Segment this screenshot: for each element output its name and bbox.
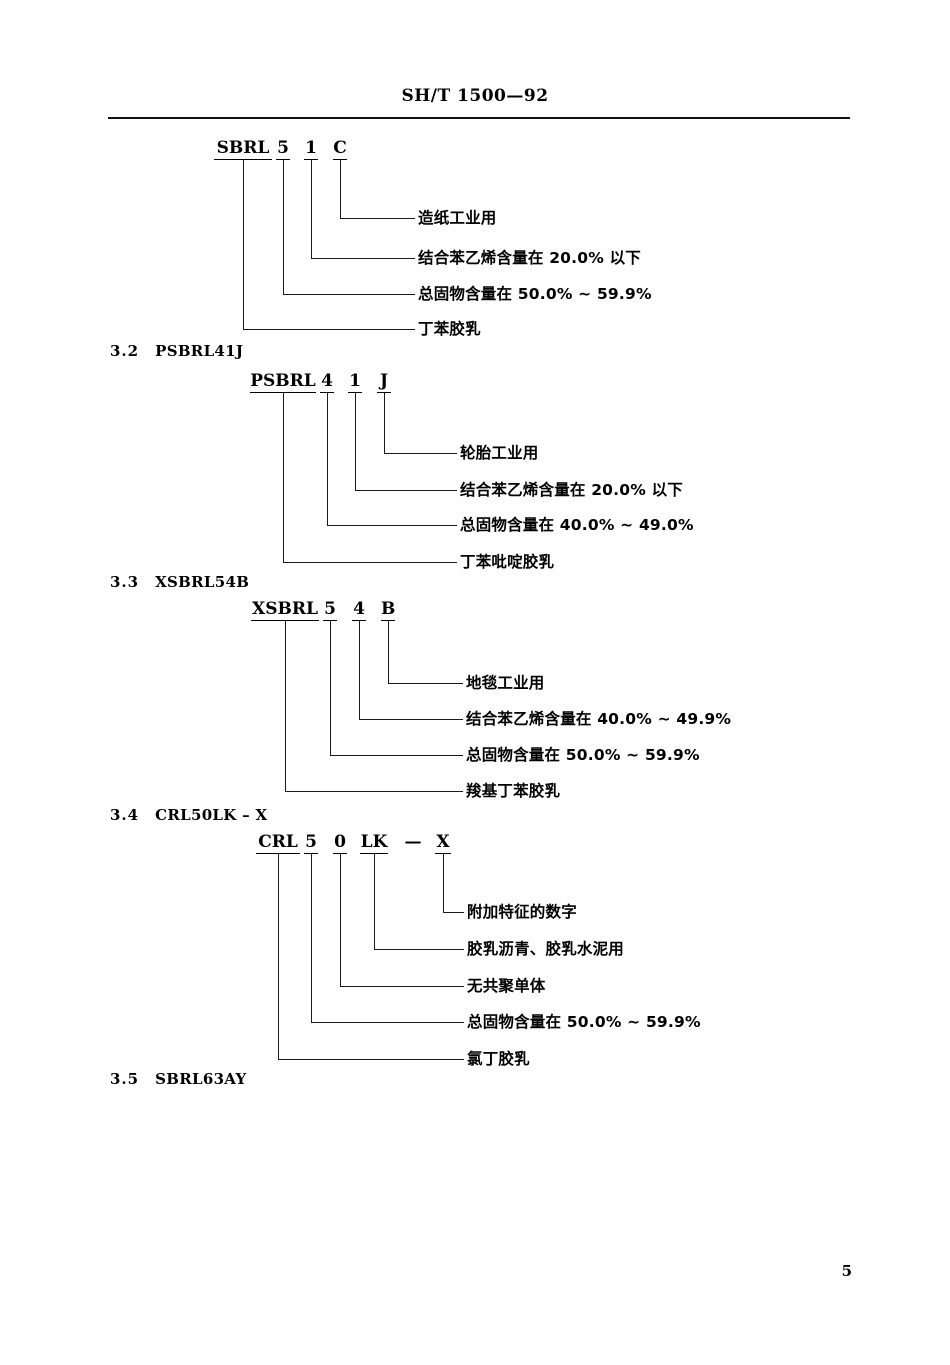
code-token-comonomer-digit: 0	[333, 832, 347, 854]
leader-label-base-type: 丁苯吡啶胶乳	[460, 553, 555, 571]
leader-label-solids: 总固物含量在 40.0% ~ 49.0%	[460, 516, 694, 534]
leader-hline-solids	[283, 294, 415, 295]
leader-hline-solids	[327, 525, 457, 526]
leader-vline-solids	[311, 854, 312, 1022]
leader-hline-xsbrl	[285, 791, 463, 792]
code-token-styrene-digit: 4	[352, 599, 366, 621]
page-header-standard-number: SH/T 1500—92	[401, 86, 549, 106]
section-title: CRL50LK – X	[155, 806, 268, 824]
leader-label-base-type: 羧基丁苯胶乳	[466, 782, 561, 800]
leader-label-styrene: 结合苯乙烯含量在 20.0% 以下	[460, 481, 683, 499]
leader-hline-solids	[330, 755, 463, 756]
leader-vline-sbrl	[243, 160, 244, 329]
leader-vline-application	[388, 621, 389, 683]
leader-vline-solids	[330, 621, 331, 755]
code-token-xsbrl: XSBRL	[251, 599, 319, 621]
leader-label-base-type: 氯丁胶乳	[467, 1050, 530, 1068]
code-token-sbrl: SBRL	[214, 138, 272, 160]
leader-label-comonomer: 无共聚单体	[467, 977, 546, 995]
code-token-application-letter: C	[333, 138, 347, 160]
code-token-solids-digit: 4	[320, 371, 334, 393]
section-title: XSBRL54B	[155, 573, 250, 591]
header-divider-rule	[108, 117, 850, 119]
code-token-application-letters: LK	[360, 832, 388, 854]
page-number: 5	[841, 1262, 852, 1280]
leader-hline-sbrl	[243, 329, 415, 330]
leader-hline-psbrl	[283, 562, 457, 563]
leader-hline-extra-feature	[443, 912, 464, 913]
code-token-application-letter: J	[377, 371, 391, 393]
section-title: PSBRL41J	[155, 342, 244, 360]
leader-label-styrene: 结合苯乙烯含量在 20.0% 以下	[418, 249, 641, 267]
code-token-solids-digit: 5	[276, 138, 290, 160]
code-token-application-letter: B	[381, 599, 396, 621]
leader-hline-application	[388, 683, 463, 684]
code-token-crl: CRL	[256, 832, 300, 854]
leader-label-application: 造纸工业用	[418, 209, 497, 227]
leader-vline-application	[384, 393, 385, 453]
leader-hline-comonomer	[340, 986, 464, 987]
leader-vline-extra-feature	[443, 854, 444, 912]
section-heading-3-2: 3.2 PSBRL41J	[110, 342, 243, 360]
code-token-extra-feature-digit: X	[435, 832, 451, 854]
leader-vline-crl	[278, 854, 279, 1059]
section-heading-3-3: 3.3 XSBRL54B	[110, 573, 249, 591]
leader-hline-styrene	[359, 719, 463, 720]
leader-label-extra-feature: 附加特征的数字	[467, 903, 577, 921]
leader-label-solids: 总固物含量在 50.0% ~ 59.9%	[418, 285, 652, 303]
section-number: 3.2	[110, 342, 140, 360]
section-number: 3.3	[110, 573, 140, 591]
code-token-psbrl: PSBRL	[250, 371, 316, 393]
leader-vline-comonomer	[340, 854, 341, 986]
leader-hline-application	[374, 949, 464, 950]
section-heading-3-5: 3.5 SBRL63AY	[110, 1070, 247, 1088]
leader-label-solids: 总固物含量在 50.0% ~ 59.9%	[466, 746, 700, 764]
leader-vline-solids	[283, 160, 284, 294]
section-number: 3.5	[110, 1070, 140, 1088]
leader-vline-styrene	[311, 160, 312, 258]
leader-label-styrene: 结合苯乙烯含量在 40.0% ~ 49.9%	[466, 710, 732, 728]
code-token-styrene-digit: 1	[304, 138, 318, 160]
leader-hline-styrene	[311, 258, 415, 259]
leader-vline-psbrl	[283, 393, 284, 562]
code-token-solids-digit: 5	[304, 832, 318, 854]
section-title: SBRL63AY	[155, 1070, 247, 1088]
leader-vline-styrene	[355, 393, 356, 490]
leader-hline-application	[384, 453, 457, 454]
section-number: 3.4	[110, 806, 140, 824]
leader-vline-xsbrl	[285, 621, 286, 791]
leader-vline-application	[340, 160, 341, 218]
leader-hline-crl	[278, 1059, 464, 1060]
code-token-styrene-digit: 1	[348, 371, 362, 393]
section-heading-3-4: 3.4 CRL50LK – X	[110, 806, 267, 824]
leader-label-application: 轮胎工业用	[460, 444, 539, 462]
leader-label-application: 地毯工业用	[466, 674, 545, 692]
leader-vline-application	[374, 854, 375, 949]
leader-hline-solids	[311, 1022, 464, 1023]
leader-vline-styrene	[359, 621, 360, 719]
leader-label-solids: 总固物含量在 50.0% ~ 59.9%	[467, 1013, 701, 1031]
leader-hline-styrene	[355, 490, 457, 491]
leader-label-application: 胶乳沥青、胶乳水泥用	[467, 940, 625, 958]
leader-label-base-type: 丁苯胶乳	[418, 320, 481, 338]
code-token-solids-digit: 5	[323, 599, 337, 621]
code-token-dash-separator: —	[404, 832, 422, 852]
leader-vline-solids	[327, 393, 328, 525]
leader-hline-application	[340, 218, 415, 219]
